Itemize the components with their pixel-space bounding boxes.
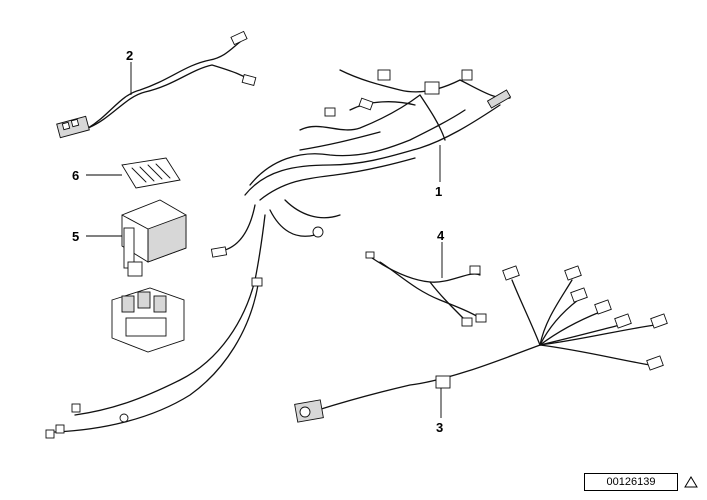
part-2-harness xyxy=(56,30,257,139)
callout-label-6: 6 xyxy=(72,168,79,183)
part-6-plate xyxy=(121,157,181,189)
diagram-id: 00126139 xyxy=(584,473,678,491)
callout-label-2: 2 xyxy=(126,48,133,63)
callout-label-4: 4 xyxy=(437,228,445,243)
part-1-main-harness xyxy=(45,69,512,439)
relay-socket xyxy=(111,287,185,353)
part-3-harness xyxy=(294,265,668,423)
callout-label-1: 1 xyxy=(435,184,442,199)
part-5-relay xyxy=(121,199,187,277)
callout-label-3: 3 xyxy=(436,420,443,435)
callout-label-5: 5 xyxy=(72,229,79,244)
triangle-icon xyxy=(684,476,698,488)
part-4-harness xyxy=(365,251,487,327)
